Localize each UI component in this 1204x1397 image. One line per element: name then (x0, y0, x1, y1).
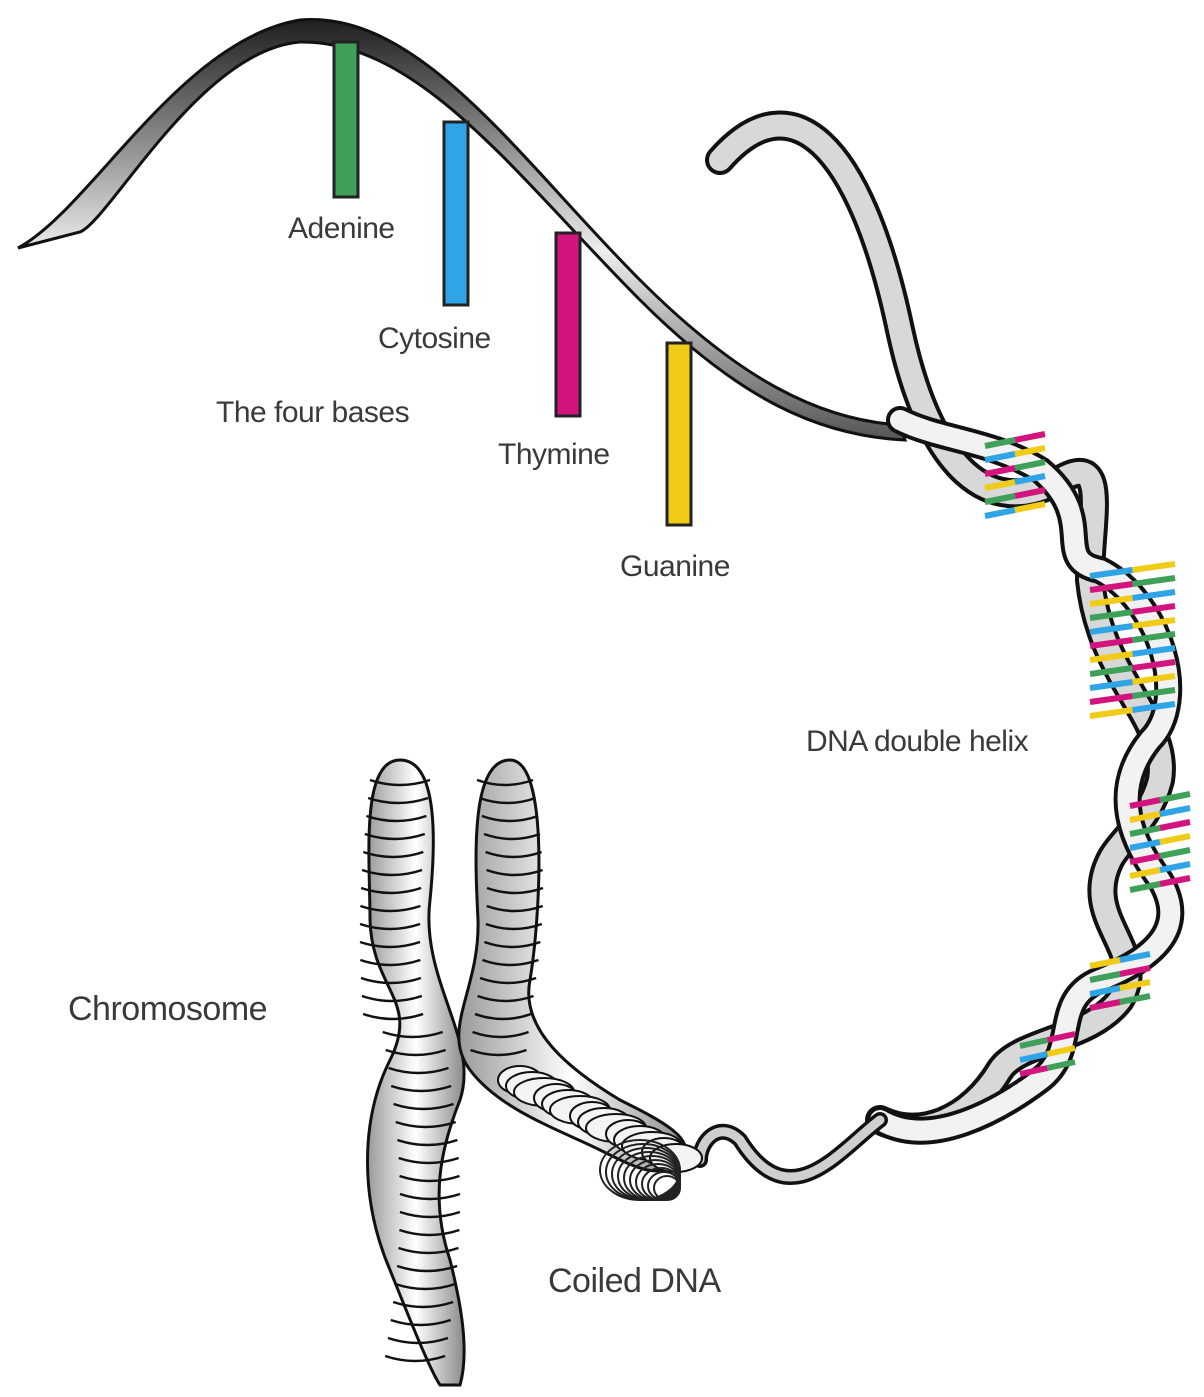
label-adenine: Adenine (288, 212, 395, 246)
double-helix (720, 125, 1190, 1130)
label-dna-double-helix: DNA double helix (806, 725, 1028, 759)
label-cytosine: Cytosine (378, 322, 491, 356)
base-adenine (334, 42, 358, 197)
label-chromosome: Chromosome (68, 990, 267, 1029)
label-four-bases: The four bases (216, 396, 409, 430)
base-cytosine (444, 122, 468, 305)
label-guanine: Guanine (620, 550, 730, 584)
linker-strand (700, 1120, 880, 1177)
base-thymine (556, 233, 580, 416)
label-coiled-dna: Coiled DNA (548, 1262, 721, 1301)
label-thymine: Thymine (498, 438, 610, 472)
base-guanine (667, 343, 691, 525)
